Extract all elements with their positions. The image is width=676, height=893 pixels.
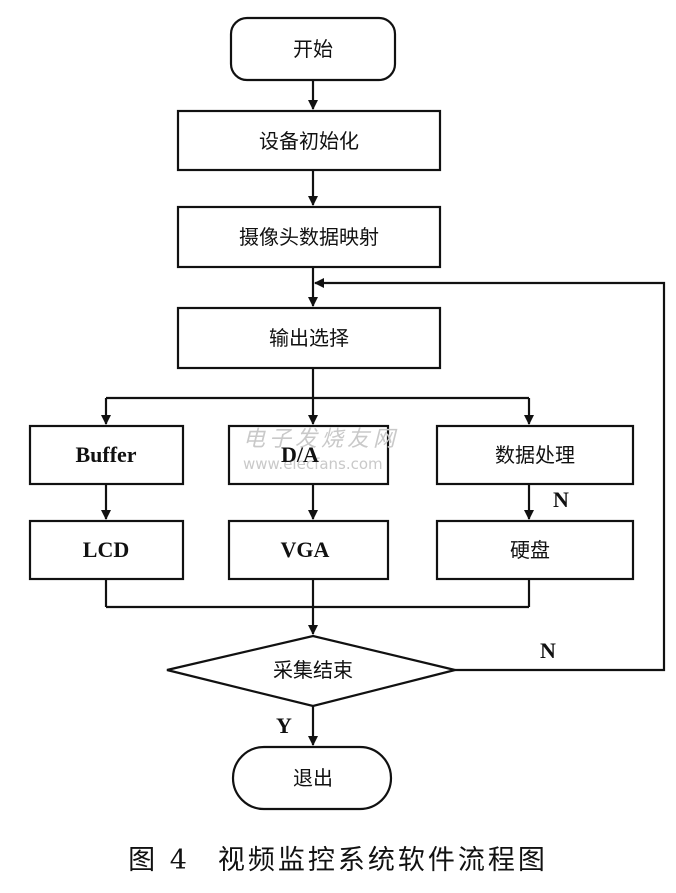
yes-label: Y	[276, 713, 292, 738]
init-label: 设备初始化	[259, 129, 359, 153]
exit-label: 退出	[293, 766, 333, 790]
figure-number: 图 4	[128, 845, 190, 876]
figure-caption: 图 4 视频监控系统软件流程图	[0, 838, 676, 877]
process-box	[435, 424, 635, 486]
start-terminal	[229, 16, 397, 82]
lcd-box	[28, 519, 185, 581]
disk-label: 硬盘	[510, 538, 550, 562]
init-box	[176, 109, 442, 172]
exit-terminal	[231, 745, 393, 811]
da-label: D/A	[281, 442, 319, 467]
watermark-text: 电子发烧友网	[243, 427, 399, 452]
da-box	[227, 424, 390, 486]
collect-end-decision	[166, 634, 456, 708]
vga-label: VGA	[281, 537, 330, 562]
process-label: 数据处理	[495, 443, 575, 467]
buffer-label: Buffer	[75, 442, 136, 467]
start-label: 开始	[293, 37, 333, 61]
camera-map-box	[176, 205, 442, 269]
lcd-label: LCD	[83, 537, 129, 562]
vga-box	[227, 519, 390, 581]
process-no-label: N	[553, 487, 569, 512]
camera-map-label: 摄像头数据映射	[239, 225, 379, 249]
figure-title: 视频监控系统软件流程图	[217, 845, 548, 876]
collect-end-label: 采集结束	[273, 658, 353, 682]
loop-no-label: N	[540, 638, 556, 663]
output-select-label: 输出选择	[269, 326, 349, 350]
disk-box	[435, 519, 635, 581]
output-select-box	[176, 306, 442, 370]
watermark-url: www.elecfans.com	[243, 455, 383, 473]
edge-loop-back	[314, 278, 666, 672]
buffer-box	[28, 424, 185, 486]
